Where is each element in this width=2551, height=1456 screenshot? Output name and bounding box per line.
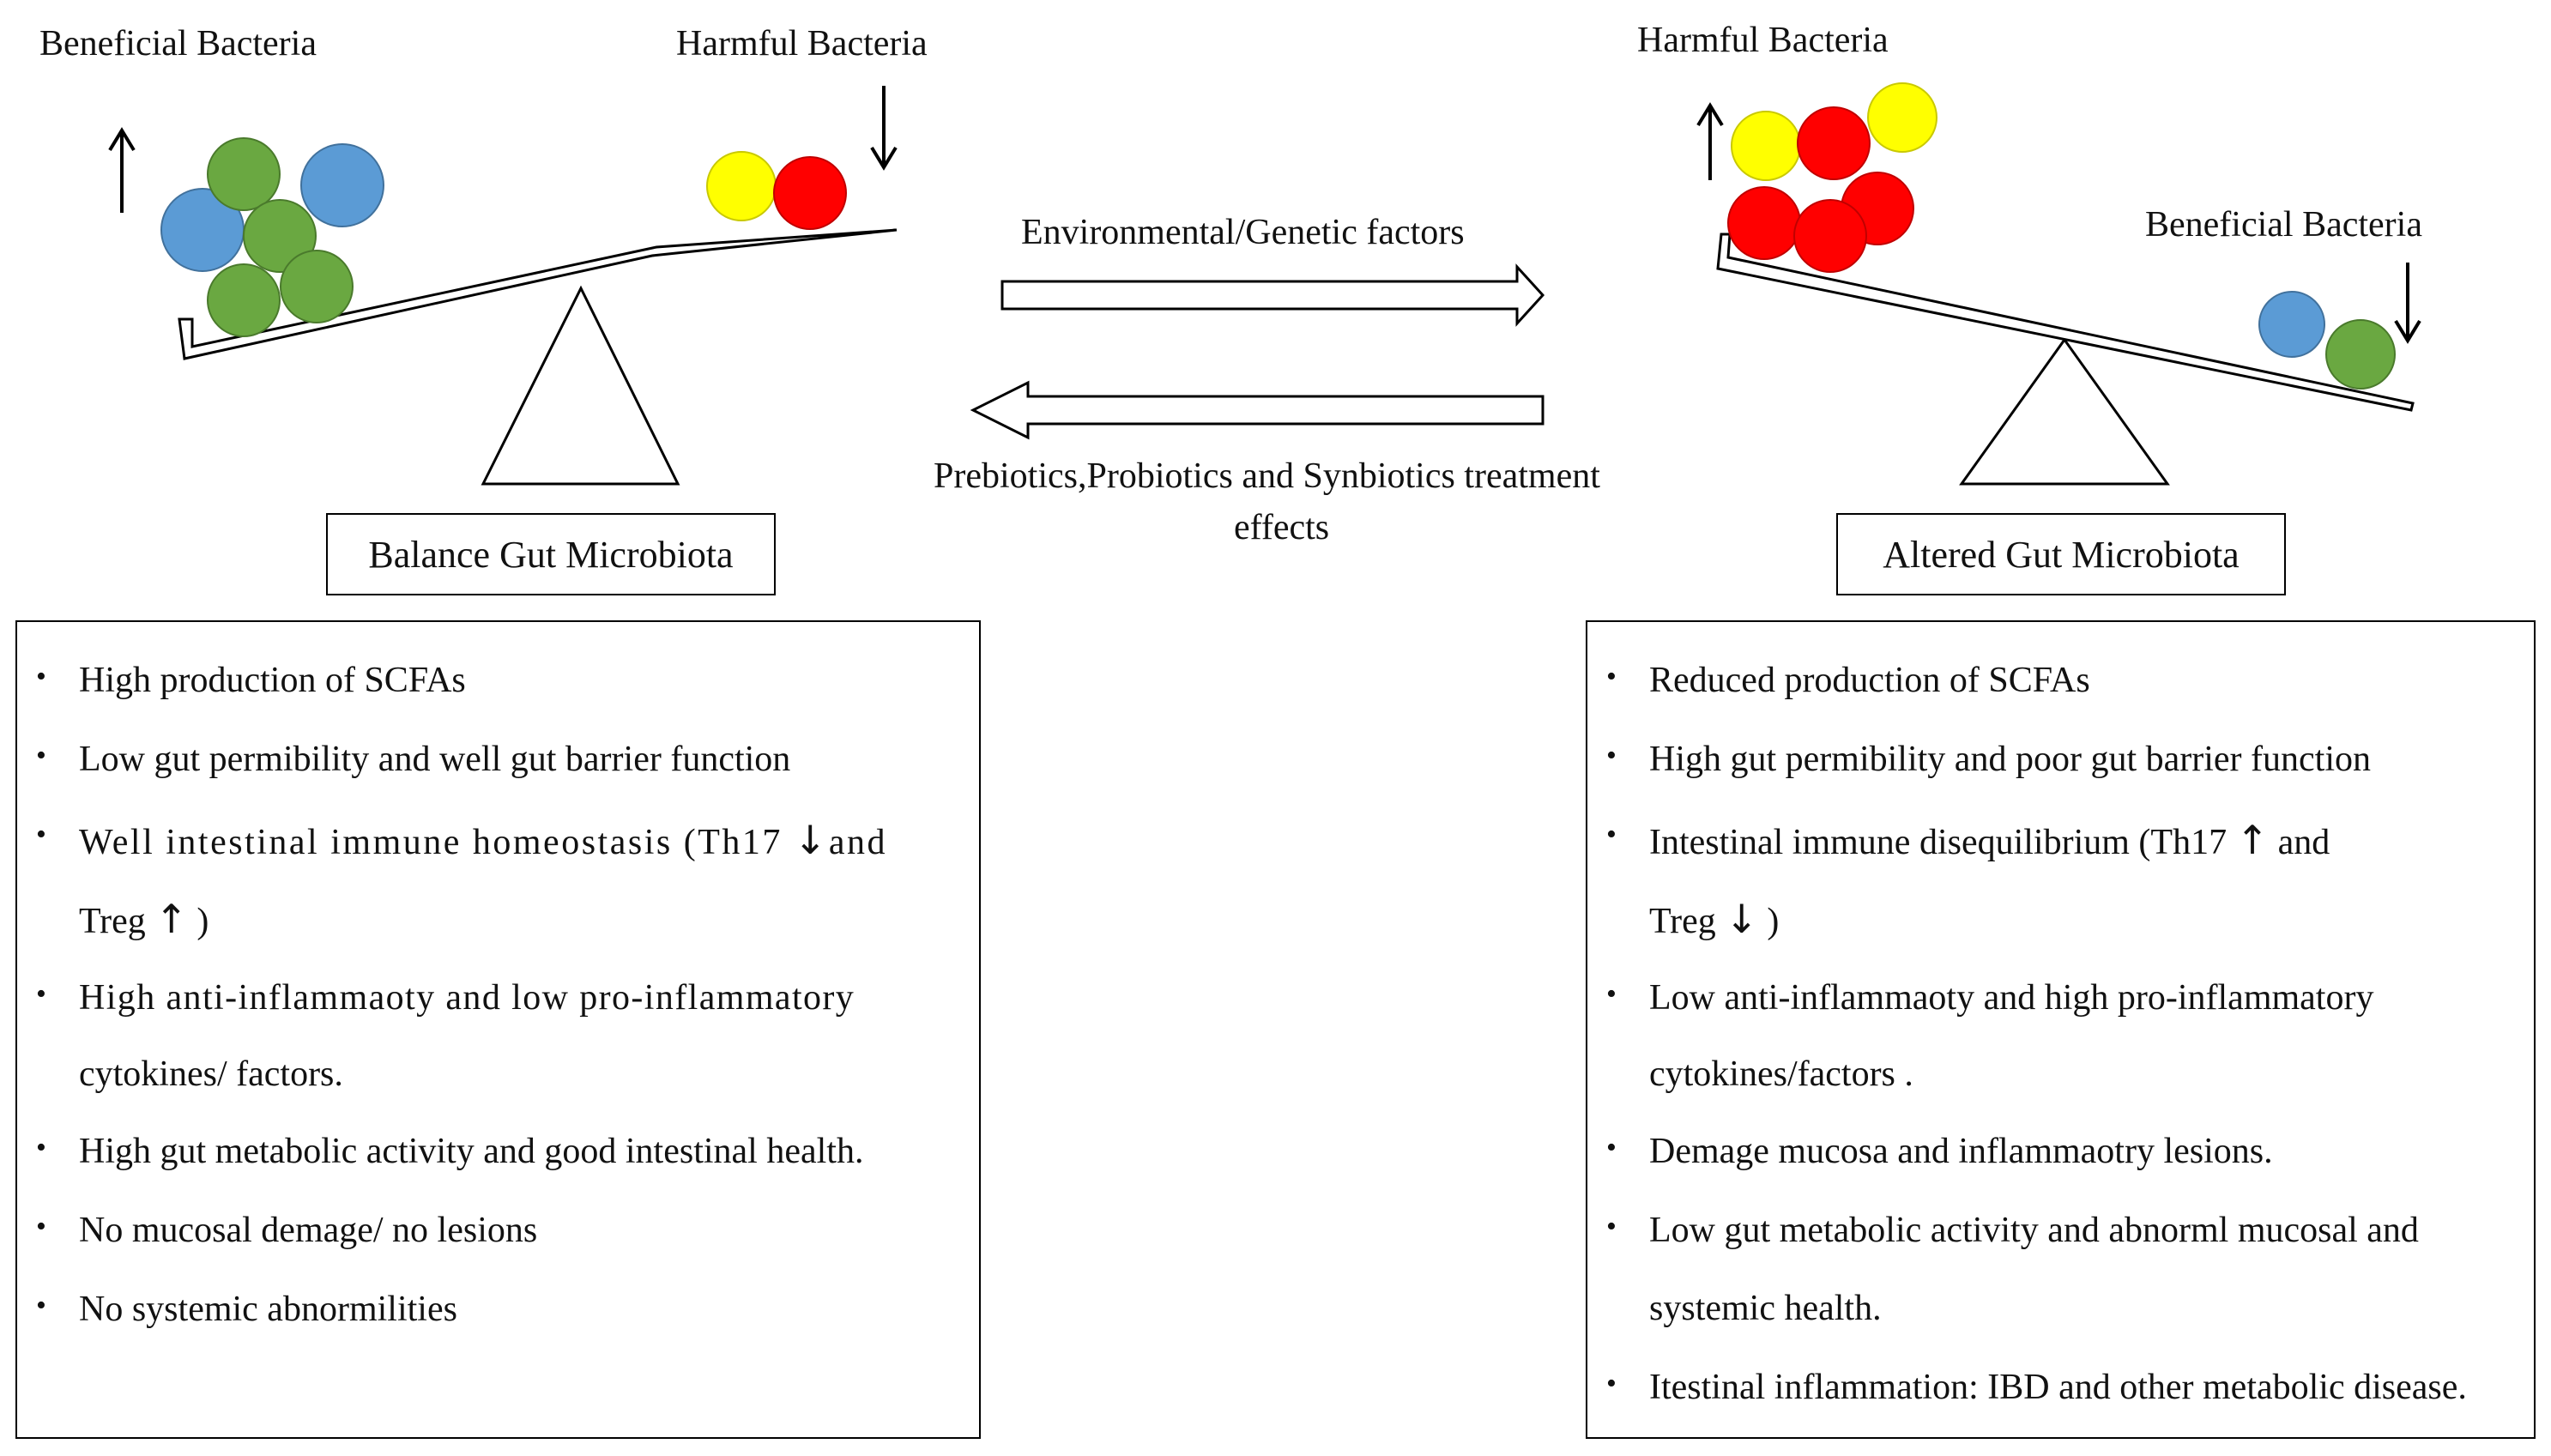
red-bacterium <box>1793 199 1867 273</box>
down-arrow-icon: ↓ <box>1725 896 1758 942</box>
left-harmful-bacteria <box>706 151 847 230</box>
green-bacterium <box>207 263 281 337</box>
list-item-continuation: cytokines/ factors. <box>79 1054 343 1094</box>
list-item: High production of SCFAs <box>36 662 466 698</box>
left-harmful-down-arrow <box>870 86 898 171</box>
list-item: Intestinal immune disequilibrium (Th17 ↑… <box>1606 817 2330 863</box>
list-item: Reduced production of SCFAs <box>1606 662 2090 698</box>
right-beneficial-bacteria <box>2258 291 2396 390</box>
right-harmful-up-arrow <box>1696 102 1724 180</box>
list-item: No mucosal demage/ no lesions <box>36 1212 537 1248</box>
right-block-arrow <box>1000 263 1545 327</box>
green-bacterium <box>280 250 354 323</box>
down-arrow-icon: ↓ <box>793 817 829 863</box>
red-bacterium <box>773 156 847 230</box>
left-beneficial-up-arrow <box>108 127 136 213</box>
list-item-continuation: Treg ↑ ) <box>79 896 209 942</box>
green-bacterium <box>207 137 281 211</box>
red-bacterium <box>1727 186 1801 260</box>
left-block-arrow <box>970 380 1545 440</box>
up-arrow-icon: ↑ <box>2235 817 2270 863</box>
list-item: Well intestinal immune homeostasis (Th17… <box>36 817 887 863</box>
left-balance-beam <box>178 228 898 360</box>
list-item-continuation: cytokines/factors . <box>1649 1054 1913 1094</box>
left-beneficial-bacteria <box>160 137 384 337</box>
altered-title-text: Altered Gut Microbiota <box>1883 533 2240 576</box>
list-item: No systemic abnormilities <box>36 1291 457 1327</box>
environmental-factors-label: Environmental/Genetic factors <box>1021 213 1465 252</box>
yellow-bacterium <box>1867 82 1937 153</box>
list-item: High gut metabolic activity and good int… <box>36 1133 863 1169</box>
balance-effects-panel: High production of SCFAs Low gut permibi… <box>15 620 981 1439</box>
green-bacterium <box>243 199 317 273</box>
list-item: High gut permibility and poor gut barrie… <box>1606 741 2371 777</box>
treatment-effects-label-line2: effects <box>1234 508 1330 547</box>
blue-bacterium <box>300 143 384 227</box>
balance-title-text: Balance Gut Microbiota <box>368 533 734 576</box>
center-arrows <box>970 263 1545 440</box>
list-item: Low gut permibility and well gut barrier… <box>36 741 790 777</box>
green-bacterium <box>2325 319 2396 390</box>
left-fulcrum <box>481 285 680 486</box>
altered-effects-panel: Reduced production of SCFAs High gut per… <box>1586 620 2536 1439</box>
right-beneficial-label: Beneficial Bacteria <box>2145 205 2422 245</box>
left-seesaw <box>108 86 898 486</box>
red-bacterium <box>1797 106 1871 180</box>
list-item-continuation: systemic health. <box>1649 1289 1882 1328</box>
treatment-effects-label-line1: Prebiotics,Probiotics and Synbiotics tre… <box>934 456 1600 496</box>
altered-gut-microbiota-title: Altered Gut Microbiota <box>1836 513 2286 595</box>
balance-gut-microbiota-title: Balance Gut Microbiota <box>326 513 776 595</box>
yellow-bacterium <box>706 151 777 221</box>
right-seesaw <box>1696 82 2421 486</box>
left-beneficial-label: Beneficial Bacteria <box>39 24 317 63</box>
right-harmful-label: Harmful Bacteria <box>1637 21 1889 60</box>
list-item: Low gut metabolic activity and abnorml m… <box>1606 1212 2419 1248</box>
list-item: Demage mucosa and inflammaotry lesions. <box>1606 1133 2273 1169</box>
list-item-continuation: Treg ↓ ) <box>1649 896 1780 942</box>
right-fulcrum <box>1959 337 2170 486</box>
right-beneficial-down-arrow <box>2394 263 2421 344</box>
left-harmful-label: Harmful Bacteria <box>676 24 928 63</box>
blue-bacterium <box>2258 291 2325 358</box>
list-item: Itestinal inflammation: IBD and other me… <box>1606 1369 2467 1405</box>
right-harmful-bacteria <box>1727 82 1937 273</box>
yellow-bacterium <box>1731 111 1801 181</box>
up-arrow-icon: ↑ <box>154 896 188 942</box>
list-item: High anti-inflammaoty and low pro-inflam… <box>36 980 855 1016</box>
list-item: Low anti-inflammaoty and high pro-inflam… <box>1606 980 2373 1016</box>
